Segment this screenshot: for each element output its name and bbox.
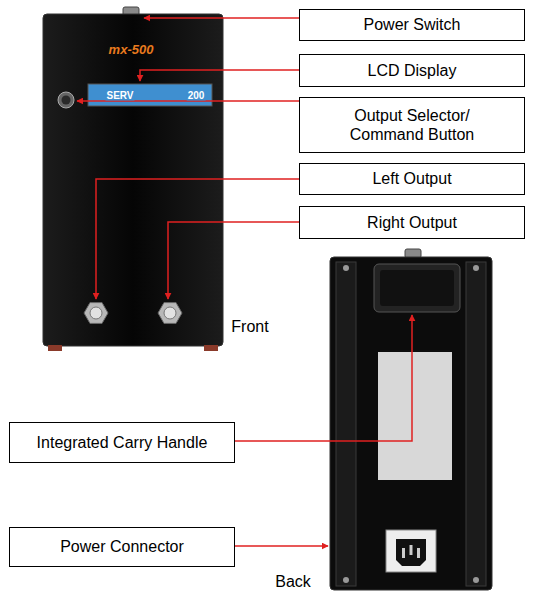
left-output-jack (84, 303, 108, 324)
back-housing (330, 257, 492, 590)
callout-box: Power Switch (299, 9, 525, 41)
right-output-jack (158, 303, 182, 324)
callout-box: Right Output (299, 206, 525, 239)
callout-text: Integrated Carry Handle (37, 433, 208, 452)
callout-text: Power Connector (60, 537, 184, 556)
callout-box: Integrated Carry Handle (9, 422, 235, 463)
socket-pin (417, 548, 420, 558)
handle-recess (380, 270, 454, 306)
leader-line (96, 179, 299, 299)
screw (473, 265, 479, 271)
leader-line (140, 70, 299, 81)
callout-text: Output Selector/ Command Button (330, 106, 495, 144)
screw (343, 265, 349, 271)
rating-plate (378, 352, 452, 480)
carry-handle (374, 264, 460, 312)
lcd-text: SERV (105, 90, 134, 101)
jack-center (164, 307, 176, 319)
callout-box: Left Output (299, 163, 525, 195)
foot (48, 345, 62, 351)
socket-pin (402, 548, 405, 558)
side-rail (336, 262, 356, 586)
lcd-screen (88, 84, 212, 106)
screw (343, 577, 349, 583)
callout-box: LCD Display (299, 54, 525, 87)
callout-text: Right Output (367, 213, 457, 232)
jack-center (90, 307, 102, 319)
leader-line (235, 545, 328, 547)
power-socket (396, 539, 426, 566)
view-label: Back (274, 573, 312, 591)
foot (204, 345, 218, 351)
callout-text: Power Switch (364, 15, 461, 34)
socket-pin (410, 545, 413, 555)
view-label: Front (230, 318, 269, 336)
selector-button-center (62, 96, 71, 105)
callout-box: Power Connector (9, 527, 235, 567)
callout-text: LCD Display (368, 61, 457, 80)
brand-logo: mx-500 (108, 42, 155, 57)
selector-button (58, 92, 74, 108)
side-rail (466, 262, 486, 586)
lcd-text: 200 (187, 90, 206, 101)
callout-box: Output Selector/ Command Button (299, 97, 525, 153)
screw (473, 577, 479, 583)
leader-line (168, 222, 299, 299)
callout-text: Left Output (372, 169, 451, 188)
power-connector (386, 530, 436, 572)
front-housing (43, 14, 223, 346)
leader-line (144, 17, 299, 19)
